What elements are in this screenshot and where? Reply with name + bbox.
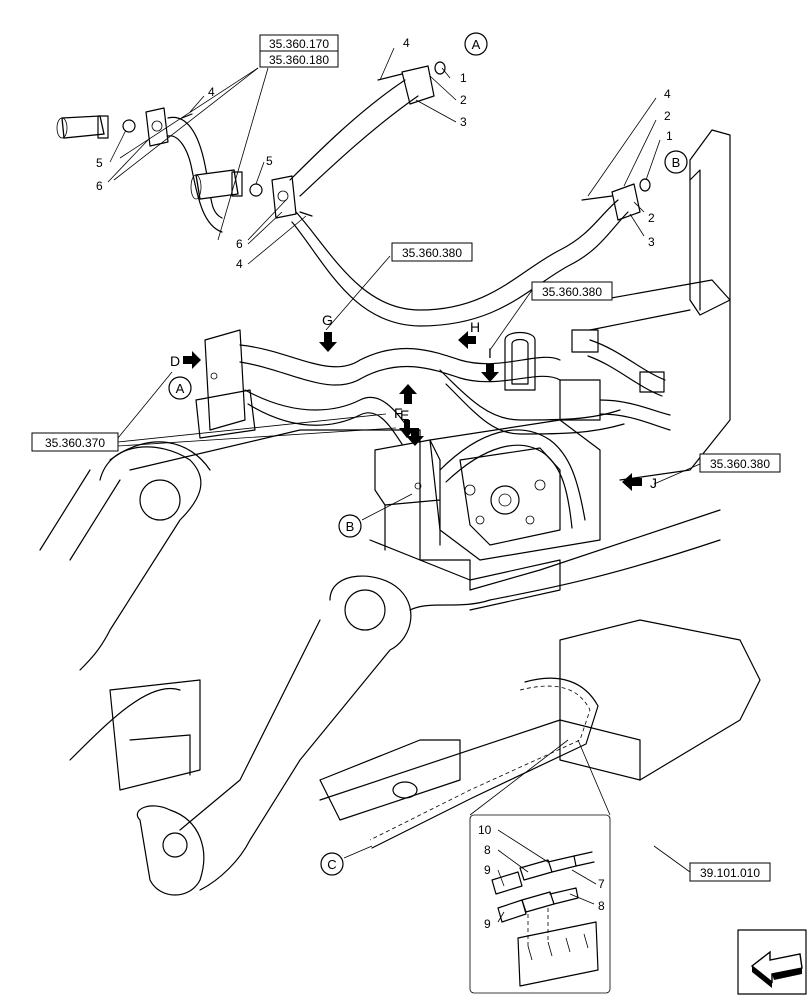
svg-text:4: 4 [664,87,671,101]
svg-text:1: 1 [460,71,467,85]
svg-text:3: 3 [648,235,655,249]
view-direction-arrow-icon [406,428,424,446]
connector-detail-inset [469,739,611,994]
view-arrow-h: H [458,319,480,349]
circle-label-a-left: A [168,376,192,400]
svg-text:A: A [472,37,481,52]
svg-text:4: 4 [236,257,243,271]
view-direction-arrow-icon [183,351,201,369]
circle-label-b-mid: B [338,514,362,538]
svg-text:D: D [170,353,180,369]
svg-text:J: J [650,475,657,491]
circle-label-a-top: A [464,32,488,56]
view-direction-arrow-icon [622,473,642,491]
view-direction-arrow-icon [399,420,415,438]
view-arrow-j: J [622,473,657,491]
svg-text:F: F [394,405,403,421]
svg-text:7: 7 [598,877,605,891]
view-arrow-g: G [319,312,337,352]
callout-numbers: 4 1 2 3 4 5 6 5 6 4 4 2 1 2 3 10 8 9 7 8… [96,36,673,931]
view-arrow-f: F [394,405,415,438]
boom-structure [39,446,761,896]
view-direction-arrow-icon [481,364,499,382]
svg-text:9: 9 [484,863,491,877]
svg-text:E: E [400,407,409,423]
upper-hose-assembly [56,61,651,327]
svg-text:35.360.380: 35.360.380 [402,246,462,260]
reference-box-39-101-010: 39.101.010 [689,862,771,882]
svg-text:35.360.370: 35.360.370 [45,436,105,450]
svg-text:6: 6 [96,179,103,193]
reference-box-35-360-370: 35.360.370 [31,432,119,452]
svg-text:A: A [176,381,185,396]
svg-text:B: B [672,155,681,170]
svg-text:39.101.010: 39.101.010 [700,866,760,880]
svg-text:I: I [488,345,492,361]
reference-box-35-360-170: 35.360.170 [259,34,339,52]
svg-text:35.360.170: 35.360.170 [269,37,329,51]
svg-text:3: 3 [460,115,467,129]
view-arrow-upward [399,384,417,404]
reference-box-35-360-380-right: 35.360.380 [699,453,781,473]
view-direction-arrow-icon [319,332,337,352]
svg-text:2: 2 [460,93,467,107]
svg-text:2: 2 [664,109,671,123]
leader-lines [107,47,701,923]
svg-text:G: G [322,312,333,328]
view-direction-arrow-icon [399,384,417,404]
svg-text:5: 5 [96,156,103,170]
svg-text:4: 4 [403,36,410,50]
svg-text:C: C [327,857,336,872]
machine-frame [109,129,731,611]
reference-box-35-360-380-upper: 35.360.380 [391,242,473,262]
navigation-arrow-icon [750,950,803,988]
view-arrow-i: I [481,345,499,382]
svg-text:10: 10 [478,823,492,837]
svg-text:4: 4 [208,85,215,99]
circle-label-b-top: B [664,150,688,174]
svg-text:B: B [346,519,355,534]
circle-label-c-bottom: C [320,852,344,876]
svg-text:8: 8 [484,843,491,857]
svg-text:35.360.380: 35.360.380 [710,457,770,471]
svg-text:5: 5 [266,154,273,168]
view-arrow-d: D [170,351,201,369]
svg-text:H: H [470,319,480,335]
svg-text:8: 8 [598,899,605,913]
navigation-arrow-frame [737,929,807,995]
svg-text:35.360.380: 35.360.380 [542,285,602,299]
svg-text:35.360.180: 35.360.180 [269,53,329,67]
svg-text:1: 1 [666,129,673,143]
svg-text:2: 2 [648,211,655,225]
reference-box-35-360-180: 35.360.180 [259,50,339,68]
view-direction-arrow-icon [458,331,476,349]
reference-box-35-360-380-mid: 35.360.380 [531,281,613,301]
view-arrow-e: E [400,407,424,446]
svg-text:9: 9 [484,917,491,931]
svg-text:6: 6 [236,237,243,251]
